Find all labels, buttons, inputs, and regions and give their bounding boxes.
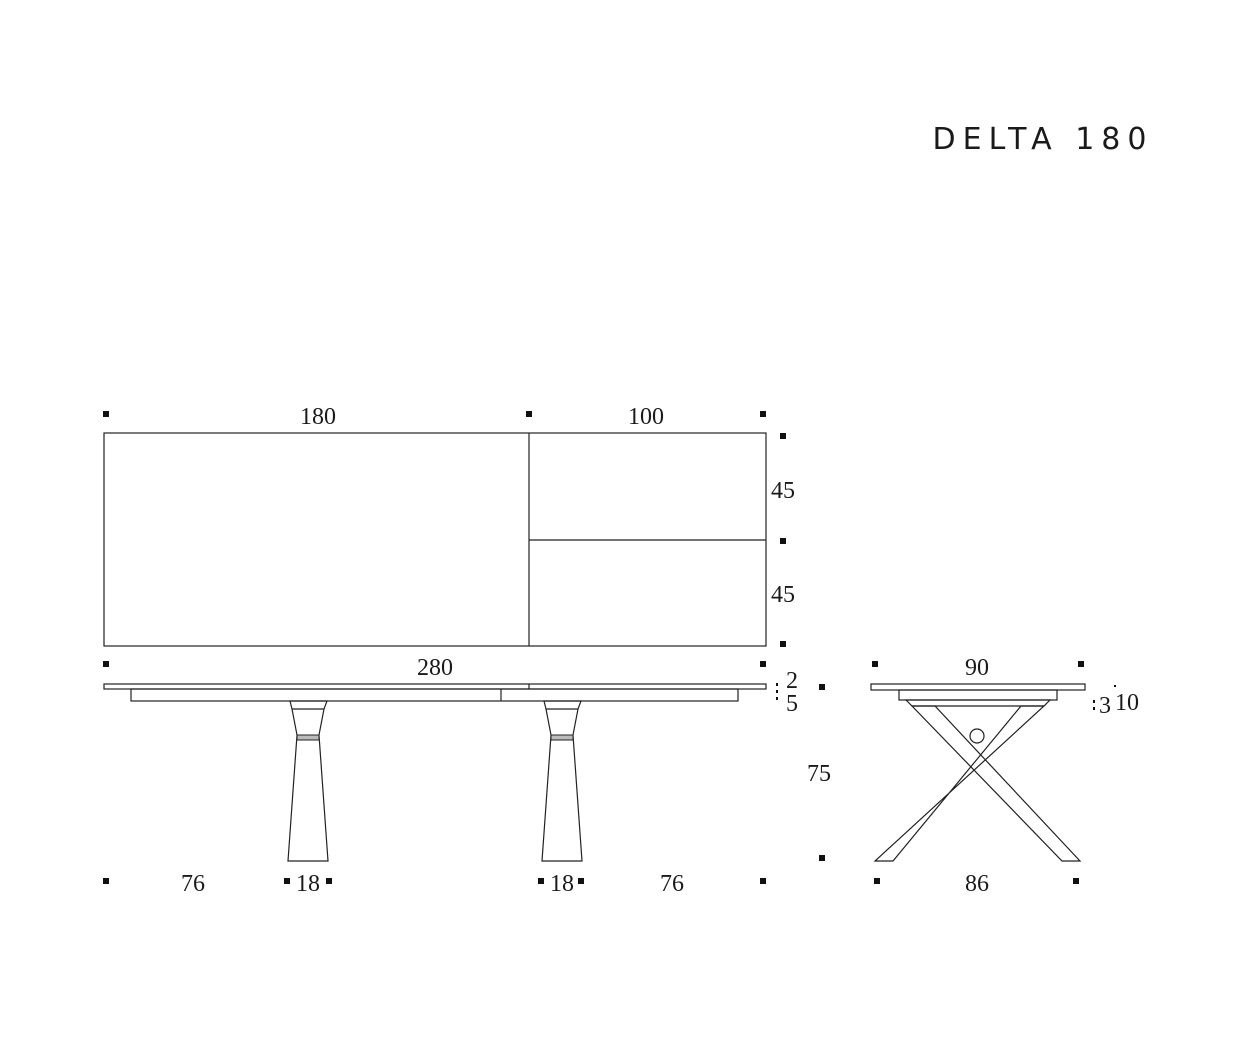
side-view (103, 683, 767, 862)
end-underframe (904, 699, 1052, 707)
leg-left (287, 700, 329, 862)
dim-leg-width-right: 18 (550, 871, 574, 897)
dim-extension-width-b: 45 (771, 582, 795, 608)
end-apron (898, 689, 1058, 701)
dim-top-thickness: 2 (786, 668, 798, 694)
end-leg-b (873, 705, 1046, 862)
dim-overhang-left: 76 (181, 871, 205, 897)
dim-total-length: 280 (417, 655, 453, 681)
dim-width: 90 (965, 655, 989, 681)
dim-inset-b: 10 (1115, 690, 1139, 716)
top-view (103, 432, 767, 647)
dim-length-fixed: 180 (300, 404, 336, 430)
dim-overhang-right: 76 (660, 871, 684, 897)
dim-length-extension: 100 (628, 404, 664, 430)
dim-height: 75 (807, 761, 831, 787)
dim-extension-width-a: 45 (771, 478, 795, 504)
end-leg-hub (969, 728, 985, 744)
dimension-markers (103, 411, 1116, 884)
dim-leg-width-left: 18 (296, 871, 320, 897)
end-tabletop (870, 683, 1086, 691)
dim-apron-height: 5 (786, 691, 798, 717)
end-leg-a (910, 705, 1082, 862)
dim-inset-a: 3 (1099, 693, 1111, 719)
leg-right (541, 700, 583, 862)
dim-foot-span: 86 (965, 871, 989, 897)
side-apron (130, 688, 739, 702)
side-tabletop (103, 683, 767, 690)
product-title: DELTA 180 (933, 122, 1154, 157)
end-view (870, 683, 1086, 862)
